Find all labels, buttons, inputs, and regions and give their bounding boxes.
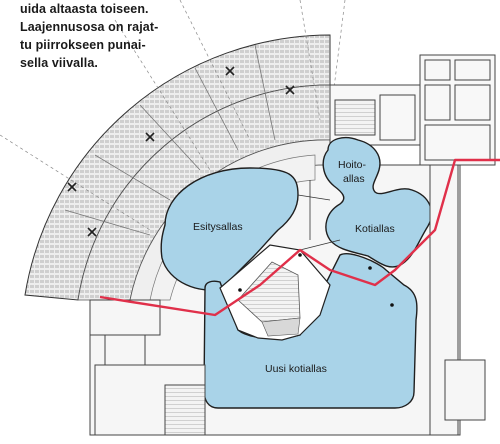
pools <box>160 137 433 409</box>
extension-boundary-line <box>99 158 500 317</box>
stair-island <box>219 244 331 341</box>
hoitoallas-label-line1: Hoito- <box>338 159 367 171</box>
caption-line: tu piirrokseen punai- <box>20 38 146 52</box>
right-wing <box>429 164 486 436</box>
caption-line: sella viivalla. <box>20 56 98 70</box>
esitysallas-label: Esitysallas <box>193 221 243 233</box>
service-rooms <box>329 54 496 166</box>
caption-line: Laajennusosa on rajat- <box>20 20 159 34</box>
caption-text: uida altaasta toiseen. Laajennusosa on r… <box>20 0 160 72</box>
bottom-left-rooms <box>89 299 206 436</box>
hoitoallas-label-line2: allas <box>343 173 365 185</box>
esitysallas-pool <box>160 167 299 291</box>
uusi-kotiallas-label: Uusi kotiallas <box>265 363 327 375</box>
kotiallas-label: Kotiallas <box>355 223 395 235</box>
caption-line: uida altaasta toiseen. <box>20 2 149 16</box>
